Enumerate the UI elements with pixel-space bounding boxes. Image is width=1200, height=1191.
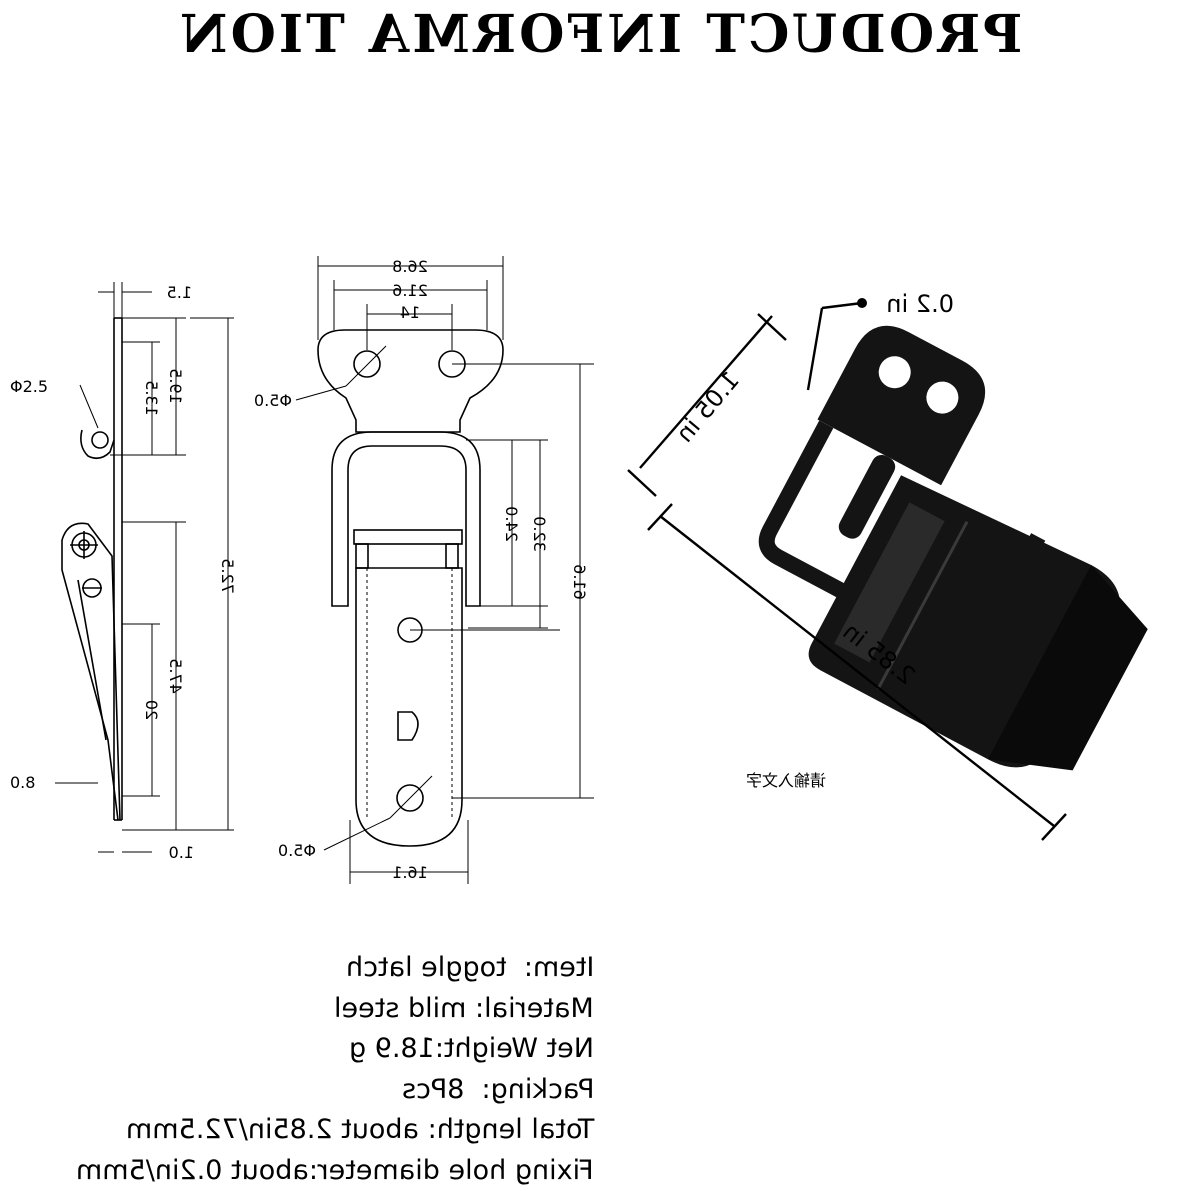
dim-side-hook-inner: 13.5 [142, 380, 161, 416]
dim-front-width-outer: 26.8 [392, 257, 428, 276]
dim-side-lower: 47.5 [166, 658, 185, 694]
spec-list: Item: toggle latch Material: mild steel … [0, 948, 594, 1191]
dim-front-width-inner: 14 [400, 303, 420, 322]
photo-placeholder-text: 请输入文字 [746, 771, 826, 790]
dim-side-total-height: 72.5 [218, 558, 237, 594]
spec-item: Item: toggle latch [346, 948, 594, 989]
dim-front-width-mid: 21.6 [392, 281, 428, 300]
dim-front-loop-outer: 32.0 [530, 516, 549, 552]
dim-front-bottom-width: 16.1 [392, 863, 428, 882]
spec-total-length: Total length: about 2.85in/72.5mm [126, 1110, 594, 1151]
dim-front-loop-inner: 24.0 [502, 506, 521, 542]
dim-side-bottom: 1.0 [169, 843, 194, 862]
dim-side-hook-hole: Φ2.5 [10, 377, 48, 396]
dim-side-lower-inner: 20 [142, 700, 161, 720]
dim-front-hole-spacing: 61.6 [570, 564, 589, 600]
dim-side-thickness: 0.8 [10, 773, 35, 792]
photo-label-hole: 0.2 in [886, 290, 954, 318]
side-view [55, 282, 234, 852]
spec-material: Material: mild steel [334, 989, 594, 1030]
front-view [296, 256, 594, 884]
dim-front-hole-bottom: Φ5.0 [278, 841, 316, 860]
photo-label-width: 1.05 in [670, 366, 745, 448]
dim-side-top: 1.5 [167, 283, 192, 302]
spec-packing: Packing: 8Pcs [402, 1070, 594, 1111]
dim-side-hook-height: 19.5 [166, 368, 185, 404]
spec-net-weight: Net Weight:18.9 g [349, 1029, 594, 1070]
dim-front-hole-top: Φ5.0 [254, 391, 292, 410]
